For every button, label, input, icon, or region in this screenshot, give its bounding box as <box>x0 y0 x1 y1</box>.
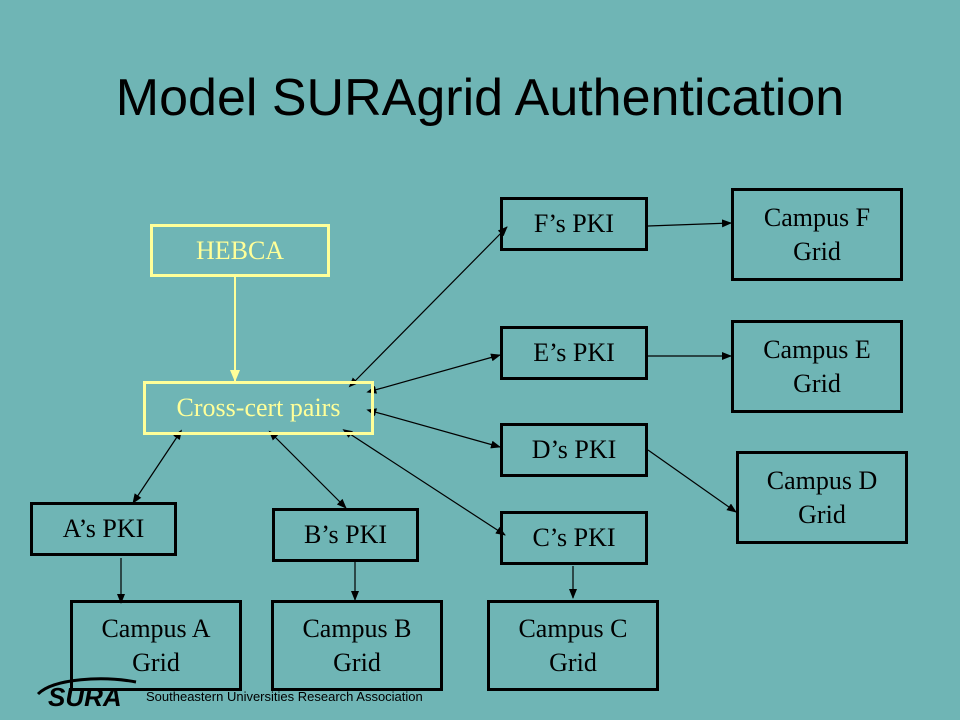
footer-organization: Southeastern Universities Research Assoc… <box>146 689 423 704</box>
arrow-crosscert-apki <box>132 429 182 504</box>
arrow-dpki-campusd <box>647 449 737 513</box>
a-pki-node: A’s PKI <box>30 502 177 556</box>
campus-f-grid-node: Campus F Grid <box>731 188 903 281</box>
d-pki-node: D’s PKI <box>500 423 648 477</box>
campus-d-grid-node: Campus D Grid <box>736 451 908 544</box>
arrow-crosscert-fpki <box>348 226 508 388</box>
sura-logo: SURA <box>36 677 137 712</box>
f-pki-node: F’s PKI <box>500 197 648 251</box>
arrow-crosscert-bpki <box>268 430 347 509</box>
c-pki-node: C’s PKI <box>500 511 648 565</box>
campus-e-grid-node: Campus E Grid <box>731 320 903 413</box>
e-pki-node: E’s PKI <box>500 326 648 380</box>
arrow-fpki-campusf <box>647 219 732 228</box>
arrow-crosscert-dpki <box>366 408 501 449</box>
slide-title: Model SURAgrid Authentication <box>115 69 845 127</box>
svg-text:SURA: SURA <box>48 682 122 712</box>
campus-c-grid-node: Campus C Grid <box>487 600 659 691</box>
cross-cert-pairs-node: Cross-cert pairs <box>143 381 374 435</box>
campus-b-grid-node: Campus B Grid <box>271 600 443 691</box>
b-pki-node: B’s PKI <box>272 508 419 562</box>
arrow-crosscert-cpki <box>342 429 506 536</box>
hebca-node: HEBCA <box>150 224 330 277</box>
arrow-crosscert-epki <box>366 353 501 394</box>
campus-a-grid-node: Campus A Grid <box>70 600 242 691</box>
